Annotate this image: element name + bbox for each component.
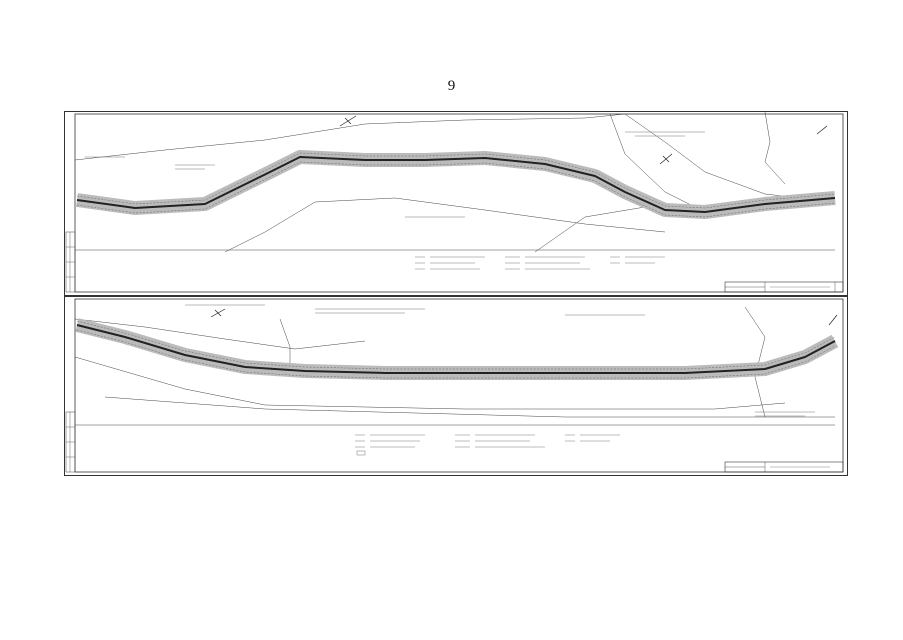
sheet-1-drawing: [65, 112, 844, 293]
boundary-lines: [74, 112, 836, 253]
title-stamp: [724, 281, 844, 293]
road-alignment: [76, 150, 836, 219]
drawing-sheet-2: [64, 296, 848, 476]
callout-scribbles: [185, 304, 815, 417]
north-arrow-icon: [210, 308, 838, 326]
sheet-2-drawing: [65, 298, 844, 473]
left-margin-boxes: [65, 231, 76, 293]
page-number: 9: [447, 78, 456, 94]
legend-block: [415, 256, 665, 270]
north-arrow-icon: [339, 115, 828, 165]
boundary-lines: [74, 306, 835, 426]
title-stamp: [724, 461, 844, 473]
callout-scribbles: [85, 131, 705, 218]
road-alignment: [75, 318, 839, 380]
legend-block: [355, 434, 620, 456]
drawing-sheet-1: [64, 111, 848, 296]
left-margin-boxes: [65, 411, 76, 473]
